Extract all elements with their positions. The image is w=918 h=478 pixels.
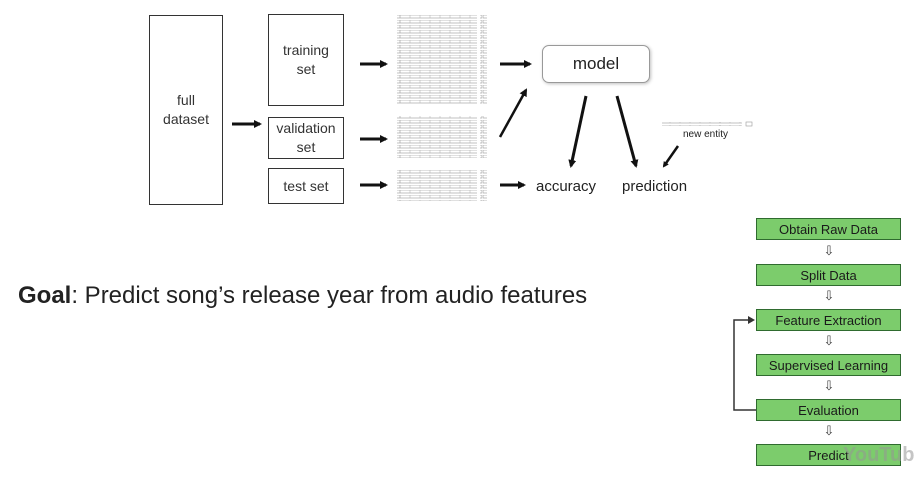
new-entity-row <box>662 121 753 127</box>
down-arrow-icon: ⇩ <box>823 333 835 348</box>
prediction-label: prediction <box>622 178 688 195</box>
feedback-loop-arrow <box>733 316 756 411</box>
test-set-label: test set <box>283 177 329 194</box>
down-arrow-icon: ⇩ <box>823 288 835 303</box>
arrow-model-to-accuracy <box>568 95 588 168</box>
step-evaluation: Evaluation <box>756 399 901 421</box>
test-set-box: test set <box>268 168 344 204</box>
down-arrow-icon: ⇩ <box>823 423 835 438</box>
full-dataset-label: full dataset <box>163 92 209 127</box>
goal-heading: Goal <box>18 282 72 309</box>
youtube-watermark: YouTub <box>843 444 915 466</box>
down-arrow-icon: ⇩ <box>823 243 835 258</box>
full-dataset-box: full dataset <box>149 15 223 205</box>
step-obtain-raw-data: Obtain Raw Data <box>756 218 901 240</box>
down-arrow-icon: ⇩ <box>823 378 835 393</box>
validation-set-box: validation set <box>268 117 344 159</box>
step-supervised-learning: Supervised Learning <box>756 354 901 376</box>
training-set-box: training set <box>268 14 344 106</box>
model-label: model <box>572 54 620 73</box>
arrow-validation-to-model <box>498 88 528 138</box>
goal-statement: Goal: Predict song’s release year from a… <box>18 282 587 310</box>
validation-set-label: validation set <box>276 120 336 155</box>
model-box: model <box>542 45 650 83</box>
validation-data-matrix <box>397 116 487 158</box>
arrow-new-entity-to-prediction <box>662 145 680 168</box>
training-set-label: training set <box>283 42 329 77</box>
step-split-data: Split Data <box>756 264 901 286</box>
new-entity-label: new entity <box>683 129 729 140</box>
test-data-matrix <box>397 169 487 201</box>
step-predict: Predict <box>756 444 901 466</box>
arrow-model-to-prediction <box>615 95 639 168</box>
goal-text: : Predict song’s release year from audio… <box>71 282 588 309</box>
training-data-matrix <box>397 14 487 104</box>
accuracy-label: accuracy <box>536 178 597 195</box>
step-feature-extraction: Feature Extraction <box>756 309 901 331</box>
